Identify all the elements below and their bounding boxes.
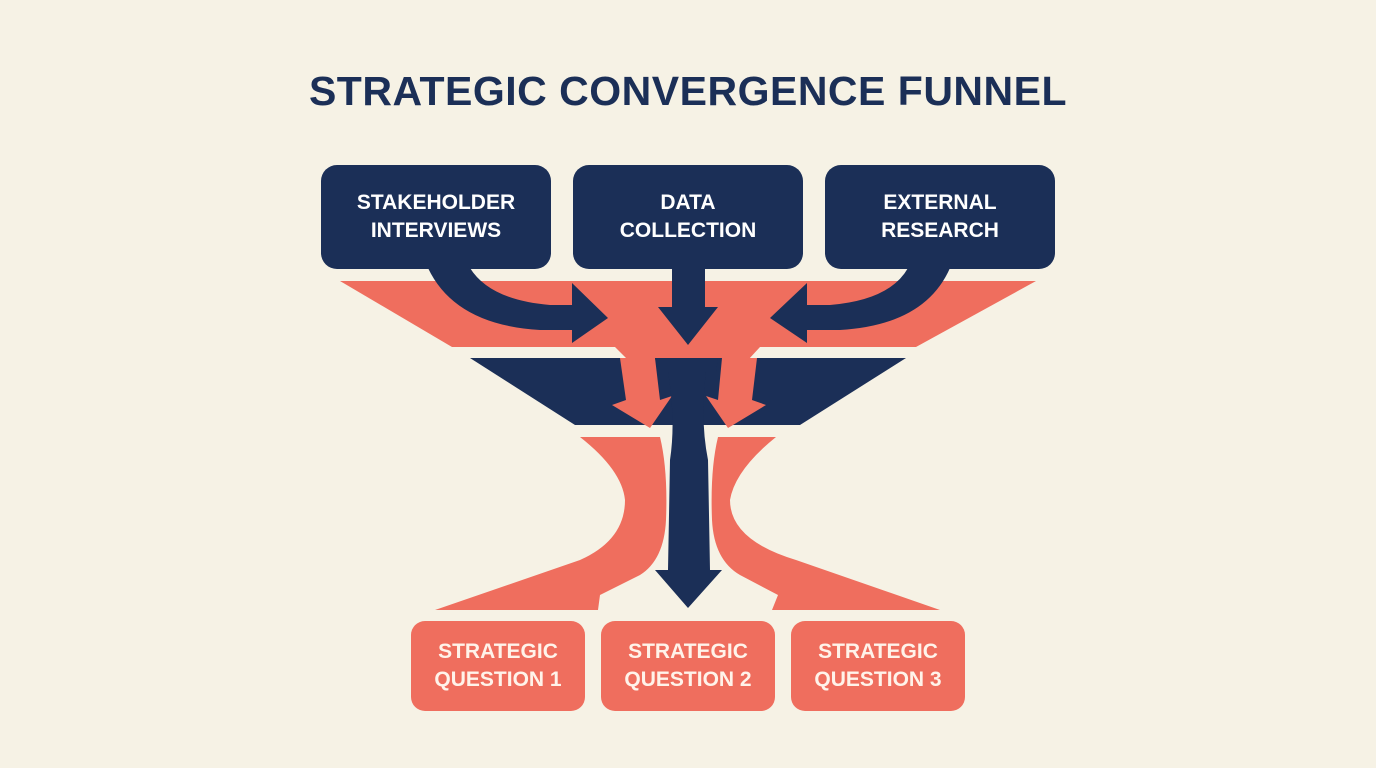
central-arrow-icon bbox=[655, 358, 722, 608]
converge-arrow-right-icon bbox=[706, 358, 766, 428]
converge-arrow-left-icon bbox=[612, 358, 672, 428]
output-box-strategic-question-3: STRATEGIC QUESTION 3 bbox=[791, 621, 965, 711]
arrow-down-icon bbox=[658, 268, 718, 345]
source-box-stakeholder-interviews: STAKEHOLDER INTERVIEWS bbox=[321, 165, 551, 269]
output-box-strategic-question-2: STRATEGIC QUESTION 2 bbox=[601, 621, 775, 711]
output-split-right bbox=[711, 437, 940, 610]
page-title: STRATEGIC CONVERGENCE FUNNEL bbox=[308, 68, 1068, 114]
source-box-data-collection: DATA COLLECTION bbox=[573, 165, 803, 269]
output-box-strategic-question-1: STRATEGIC QUESTION 1 bbox=[411, 621, 585, 711]
curved-arrow-right-icon bbox=[428, 268, 608, 343]
output-split-left bbox=[435, 437, 667, 610]
source-box-external-research: EXTERNAL RESEARCH bbox=[825, 165, 1055, 269]
curved-arrow-left-icon bbox=[770, 268, 950, 343]
